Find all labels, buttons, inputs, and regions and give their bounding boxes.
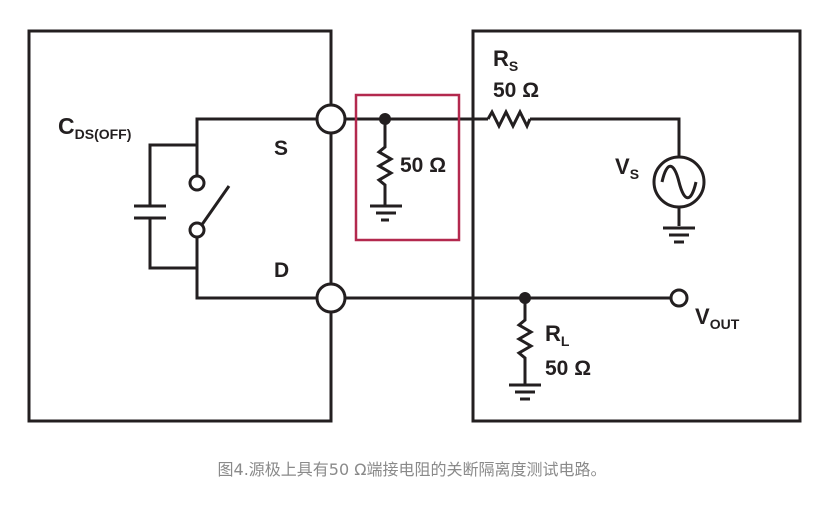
rs-value: 50 Ω: [493, 79, 539, 102]
ground-icon: [370, 204, 402, 222]
sine-icon: [660, 164, 698, 200]
junction-dot: [519, 292, 531, 304]
figure-caption: 图4.源极上具有50 Ω端接电阻的关断隔离度测试电路。: [217, 460, 607, 479]
switch-contact-top: [188, 174, 206, 192]
capacitor-wire-top: [148, 143, 197, 206]
switch-contact-bottom: [188, 221, 206, 239]
ground-icon: [663, 226, 695, 244]
vout-label: VOUT: [695, 304, 740, 332]
switch-blade: [199, 185, 231, 227]
junction-dot: [379, 113, 391, 125]
drain-pin-label: D: [274, 259, 289, 282]
source-wire: [195, 117, 331, 176]
vs-wire: [530, 117, 681, 157]
termination-resistor: [376, 119, 394, 206]
cds-label: CDS(OFF): [58, 113, 131, 142]
rl-resistor: [516, 298, 534, 385]
source-pin-label: S: [274, 137, 288, 160]
circuit-diagram: CDS(OFF) S D 50 Ω RS 50 Ω VS RL 50 Ω VOU…: [27, 29, 802, 423]
highlight-box: [354, 93, 461, 242]
drain-terminal: [315, 282, 347, 314]
rs-resistor: [486, 108, 532, 130]
rl-label: RL: [545, 321, 570, 349]
source-terminal: [315, 103, 347, 135]
switch-device-box: [27, 29, 333, 423]
termination-value: 50 Ω: [400, 154, 446, 177]
ground-icon: [509, 383, 541, 401]
test-fixture-box: [471, 29, 802, 423]
capacitor-wire-bottom: [148, 218, 197, 270]
drain-wire: [195, 237, 331, 300]
rl-value: 50 Ω: [545, 357, 591, 380]
vout-terminal: [669, 288, 689, 308]
rs-label: RS: [493, 46, 518, 74]
vs-label: VS: [615, 154, 639, 182]
